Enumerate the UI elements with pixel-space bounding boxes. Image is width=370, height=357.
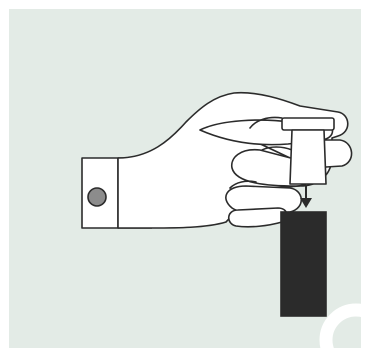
cuff-button-icon xyxy=(88,188,106,206)
bottle-icon xyxy=(281,212,326,316)
